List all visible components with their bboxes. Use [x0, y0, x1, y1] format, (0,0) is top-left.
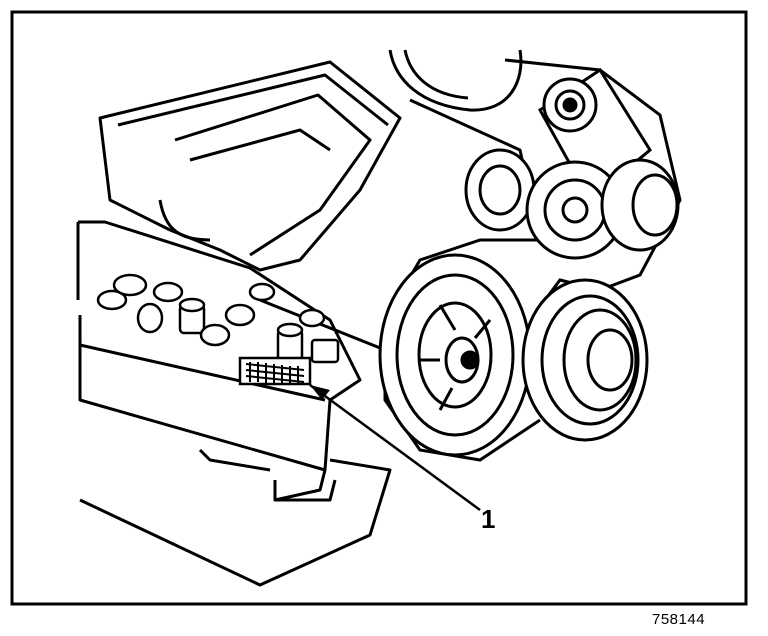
- valve-train: [96, 273, 340, 364]
- diagram-border: [10, 10, 748, 606]
- figure-number: 758144: [652, 611, 706, 628]
- callout-leader: [309, 383, 481, 512]
- callout-number: 1: [481, 504, 496, 534]
- vin-stamp-pad: [238, 356, 312, 386]
- callout-leader-arrow: [310, 385, 330, 400]
- accessory-drive: [378, 49, 682, 462]
- engine-block: [76, 60, 402, 587]
